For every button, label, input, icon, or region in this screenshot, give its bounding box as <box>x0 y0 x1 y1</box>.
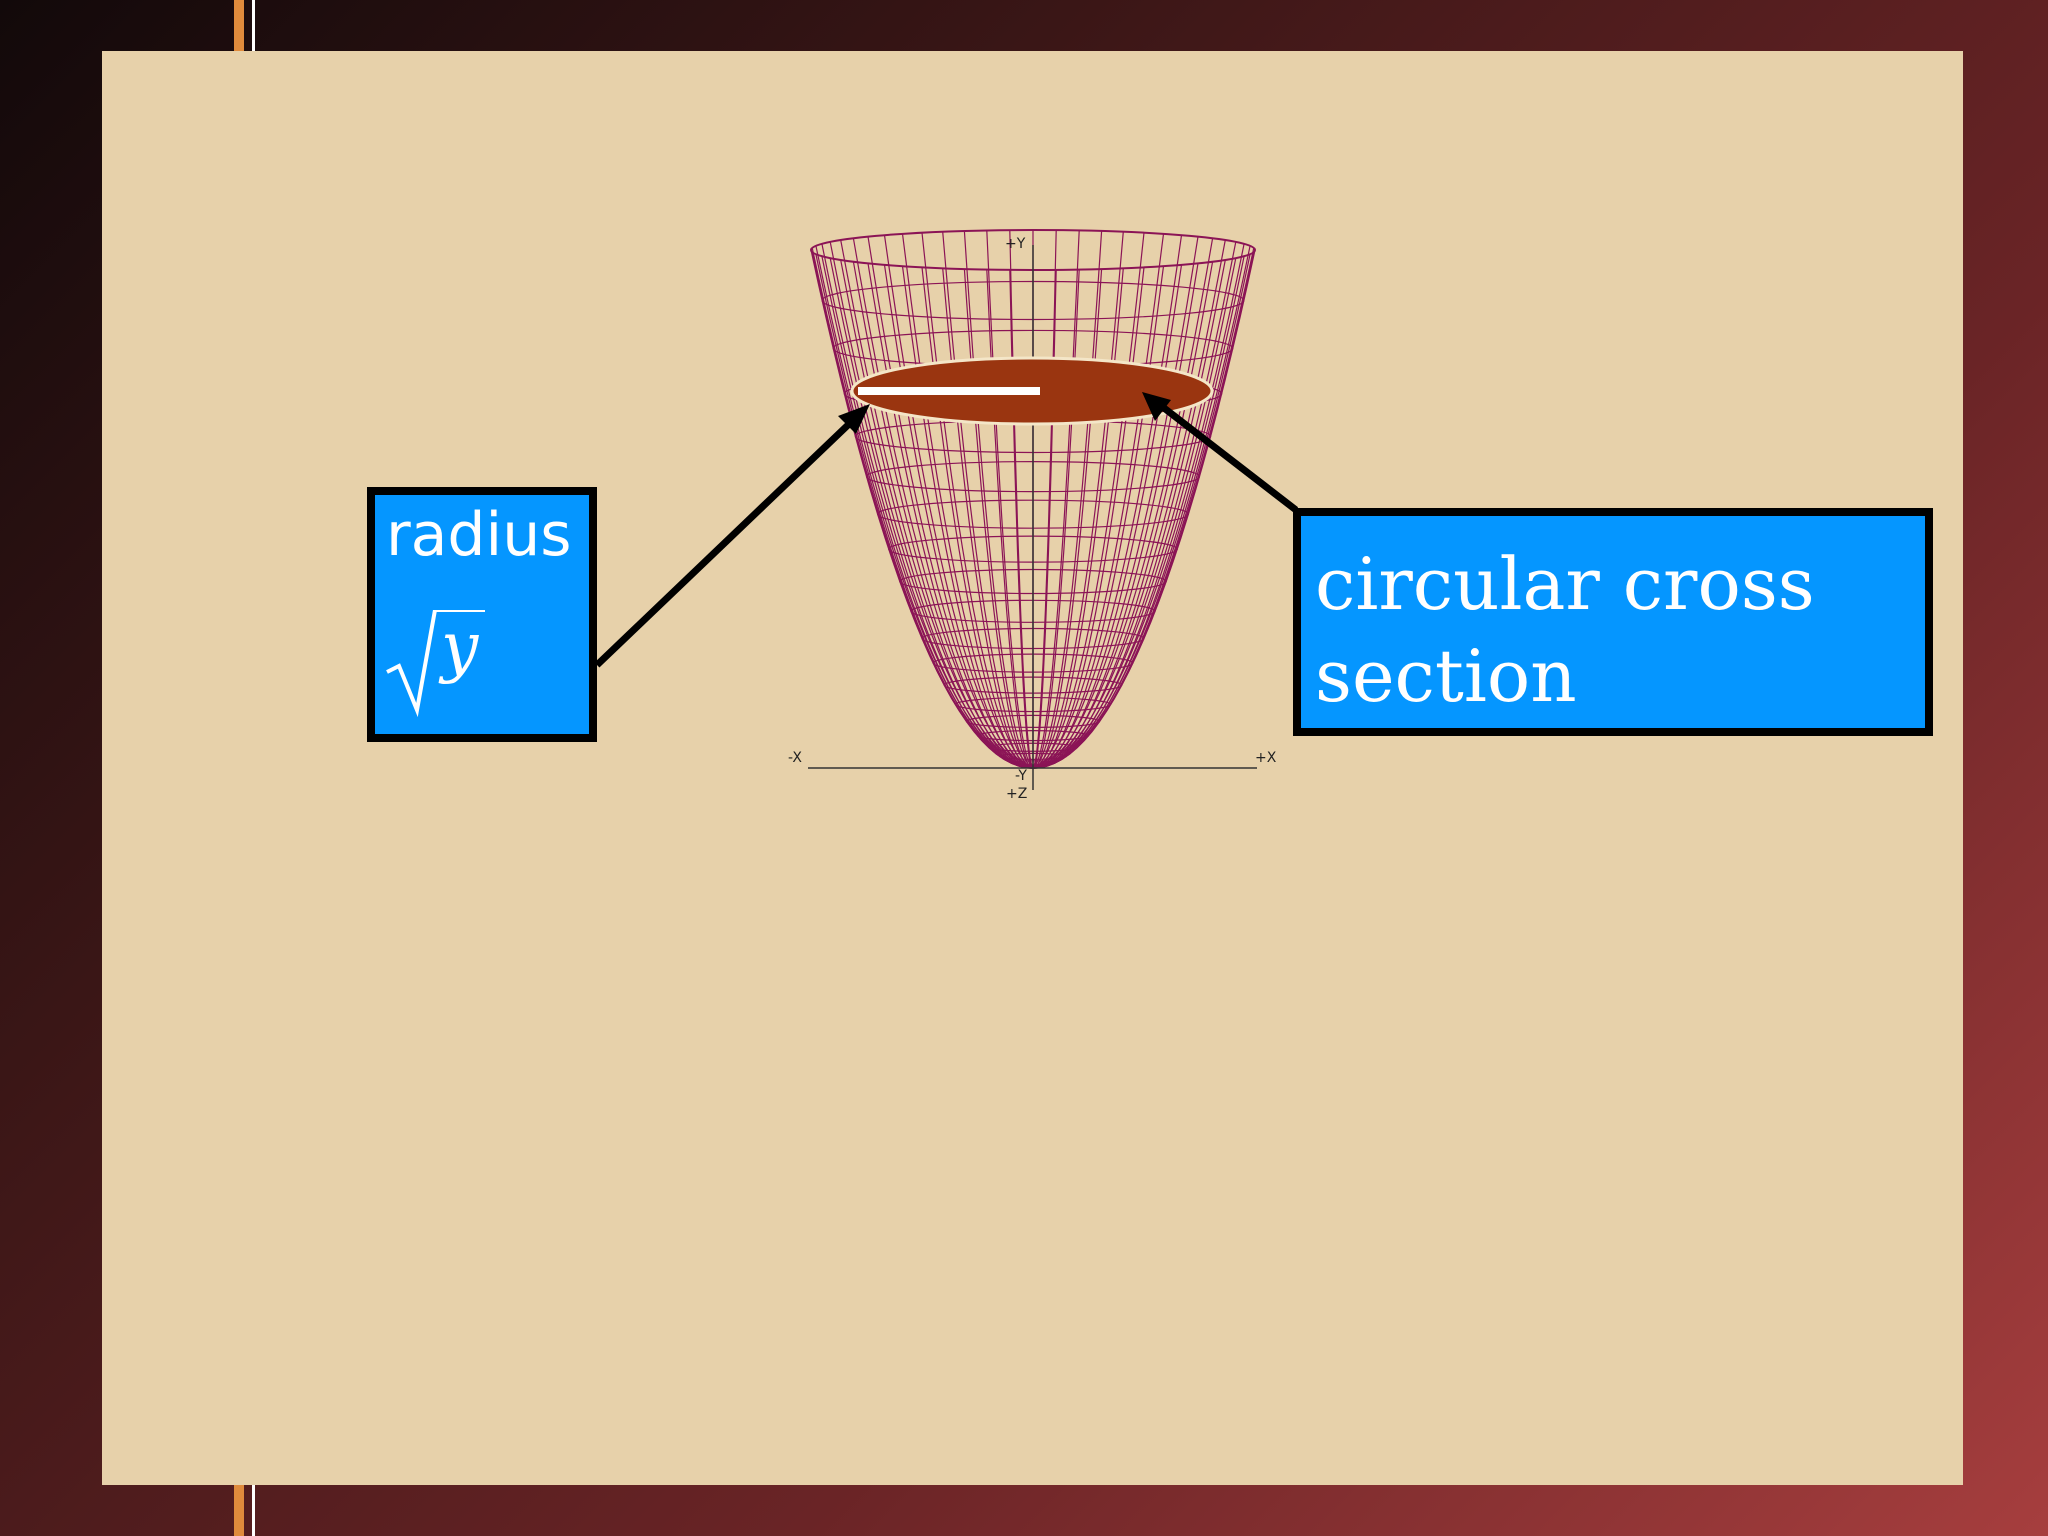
wireframe-meridian <box>1033 266 1165 769</box>
radius-callout: radius y <box>367 487 597 742</box>
accent-bar-top <box>234 0 244 51</box>
square-root-icon <box>386 608 485 718</box>
radius-expression: y <box>385 608 495 720</box>
wireframe-meridian <box>815 245 1034 769</box>
wireframe-meridian <box>1032 259 1226 769</box>
wireframe-meridian <box>821 243 1034 769</box>
axis-label-plus-x: +X <box>1255 750 1277 766</box>
wireframe-meridian <box>1009 230 1034 769</box>
wireframe-meridian <box>1032 230 1080 769</box>
section-arrow-head <box>1142 392 1171 421</box>
wireframe-meridian <box>1032 245 1251 769</box>
wireframe-meridian <box>1032 257 1237 769</box>
radius-label: radius <box>386 500 572 570</box>
wireframe-meridian <box>1032 247 1255 769</box>
wireframe-meridian <box>1032 243 1245 769</box>
accent-line-top <box>252 0 255 51</box>
radius-expression-variable: y <box>441 608 479 685</box>
wireframe-meridian <box>1032 230 1057 769</box>
radius-arrow-line <box>594 422 851 668</box>
cross-section-label: circular cross section <box>1315 542 1815 718</box>
axis-label-minus-x: -X <box>788 750 802 766</box>
cross-section-callout: circular cross section <box>1293 508 1933 736</box>
axis-label-plus-z: +Z <box>1006 786 1028 802</box>
wireframe-meridian <box>840 259 1034 769</box>
radius-arrow-head <box>838 404 870 434</box>
wireframe-meridian <box>921 267 1033 769</box>
section-arrow-line <box>1161 405 1299 513</box>
axis-label-plus-y: +Y <box>1005 236 1026 252</box>
axis-label-minus-y: -Y <box>1015 768 1027 784</box>
accent-bar-bottom <box>234 1485 244 1536</box>
wireframe-meridian <box>811 247 1034 769</box>
wireframe-meridian <box>829 257 1034 769</box>
wireframe-meridian <box>986 230 1034 769</box>
wireframe-meridian <box>1033 267 1145 769</box>
accent-line-bottom <box>252 1485 255 1536</box>
wireframe-meridian <box>901 266 1033 769</box>
